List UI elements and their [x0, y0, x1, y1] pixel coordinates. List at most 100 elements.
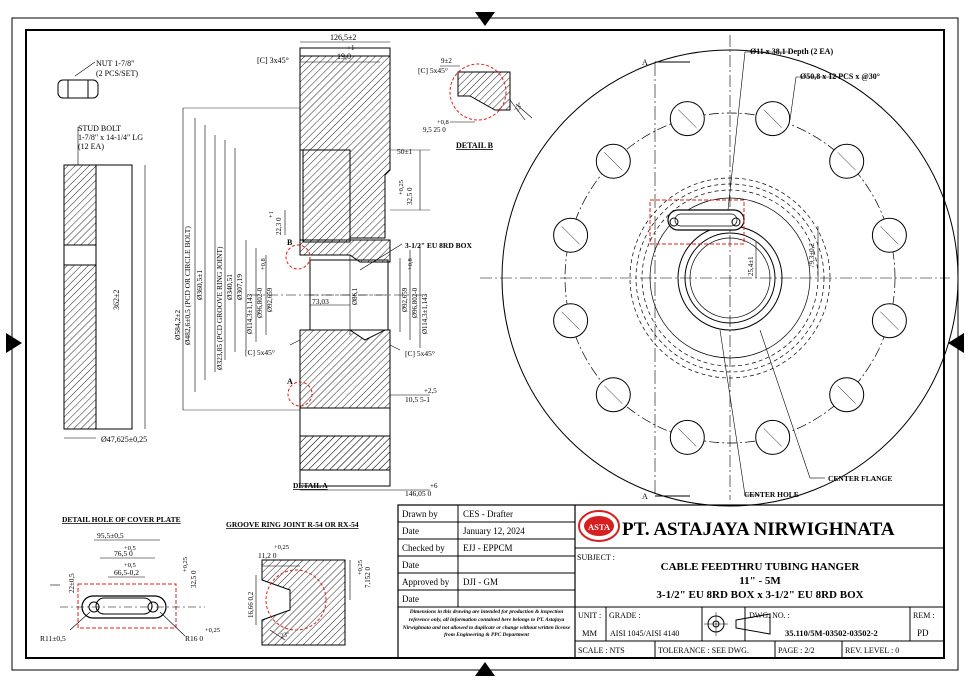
dim-79-3: 79,3±0,2	[808, 243, 816, 268]
dim-0-5a: +0,5	[124, 545, 136, 552]
dim-92a: Ø92,659	[266, 287, 274, 312]
stud-label: STUD BOLT	[78, 124, 121, 133]
bolt-hole-mark	[837, 152, 856, 171]
dim-9: 9±2	[441, 57, 452, 65]
detail-hole-title: DETAIL HOLE OF COVER PLATE	[62, 515, 181, 524]
dim-plus1: +1	[347, 44, 355, 52]
dim-25-4: 25,4±1	[747, 256, 755, 276]
detail-b-drawing	[440, 63, 533, 123]
right-center-mark	[948, 333, 964, 353]
dim-114b: Ø114,3±1,143	[421, 293, 429, 334]
drawn-by-label: Drawn by	[402, 509, 438, 519]
dim-32-5b: 32,5 0	[190, 570, 198, 588]
disclaimer-text: Dimensions in this drawing are intended …	[402, 609, 571, 639]
dim-584: Ø584,2±2	[173, 310, 182, 340]
dim-0-25: +0,25	[398, 180, 405, 195]
center-flange-label: CENTER FLANGE	[828, 474, 892, 483]
dim-23b: 23°	[280, 631, 291, 640]
detail-a-subtitle: GROOVE RING JOINT R-54 OR RX-54	[226, 520, 359, 529]
dwg-label: DWG. NO. :	[749, 611, 790, 620]
nut-qty-label: (2 PCS/SET)	[96, 69, 138, 78]
thread-box-label: 3-1/2" EU 8RD BOX	[405, 241, 472, 250]
left-center-mark	[6, 333, 22, 353]
title-block	[397, 504, 945, 659]
dim-plus6: +6	[430, 482, 438, 490]
dim-86: Ø86,1	[351, 287, 359, 305]
rev-field: REV. LEVEL : 0	[845, 646, 899, 655]
dim-plus1b: +1	[268, 211, 275, 218]
dim-0-25d: +0,25	[182, 557, 189, 572]
dim-22: 22±0,5	[68, 573, 76, 593]
dim-0-8c: +0,8	[437, 119, 449, 126]
detail-a-drawing	[255, 559, 351, 646]
company-logo: ASTA	[588, 522, 611, 532]
dim-5x45-left: [C] 5x45°	[245, 348, 275, 357]
dim-96b: Ø96,802-0	[411, 287, 419, 318]
approved-by-value: DJI - GM	[463, 577, 498, 587]
bolt-hole-mark	[763, 428, 782, 447]
disclaimer-box: Dimensions in this drawing are intended …	[402, 609, 571, 639]
detail-b-title: DETAIL B	[456, 141, 494, 150]
plan-view	[480, 35, 959, 507]
tolerance-field: TOLERANCE : SEE DWG.	[658, 646, 749, 655]
depth-note: Ø11 x 38,1 Depth (2 EA)	[750, 47, 833, 56]
bolt-hole-mark	[763, 109, 782, 128]
nut-label: NUT 1-7/8"	[96, 59, 134, 68]
bolt-hole-mark	[678, 109, 697, 128]
dim-0-25e: +0,25	[205, 627, 220, 634]
checked-by-label: Checked by	[402, 543, 445, 553]
dim-3x45: [C] 3x45°	[257, 56, 289, 65]
date3-label: Date	[402, 594, 419, 604]
stud-length-dim: 362±2	[112, 290, 121, 310]
stud-dia-dim: Ø47,625±0,25	[101, 435, 147, 444]
detail-a-title: DETAIL A	[293, 481, 328, 490]
unit-label: UNIT :	[578, 611, 601, 620]
cover-plate-hole-drawing	[50, 539, 205, 637]
dim-96a: Ø96,802-0	[256, 287, 264, 318]
bolt-hole-mark	[880, 311, 899, 330]
dim-95-5: 95,5±0,5	[97, 531, 124, 540]
dim-9-5: 9,5 25 0	[423, 126, 446, 134]
dim-16-66: 16,66 0,2	[247, 591, 255, 618]
dim-11-2: 11,2 0	[258, 551, 277, 560]
dim-r11: R11±0,5	[40, 634, 66, 643]
bolt-holes-note: Ø50,8 x 12 PCS x @30°	[800, 72, 880, 81]
dim-76-5: 76,5 0	[114, 549, 133, 558]
date2-label: Date	[402, 560, 419, 570]
company-name: PT. ASTAJAYA NIRWIGHNATA	[622, 519, 895, 540]
dim-114a: Ø114,3±1,143	[246, 293, 254, 334]
checked-by-value: EJJ - EPPCM	[463, 543, 513, 553]
bolt-hole-mark	[604, 152, 623, 171]
dim-0-25c: +0,25	[357, 560, 364, 575]
grade-value: AISI 1045/AISI 4140	[610, 629, 679, 638]
dim-5x45-right: [C] 5x45°	[405, 349, 435, 358]
stud-size-label: 1-7/8" x 14-1/4" LG	[78, 133, 143, 142]
dim-126: 126,5±2	[330, 33, 356, 42]
page-field: PAGE : 2/2	[778, 646, 815, 655]
dim-19: 19,0	[337, 52, 351, 61]
dim-323: Ø323,85 (PCD GROOVE RING JOINT)	[215, 246, 224, 370]
date1-label: Date	[402, 526, 419, 536]
scale-field: SCALE : NTS	[578, 646, 625, 655]
section-a-bottom: A	[642, 492, 648, 501]
dim-08b: +0,8	[407, 258, 414, 270]
dim-307: Ø307,19	[235, 274, 244, 300]
nut-drawing	[57, 61, 99, 99]
dim-360: Ø360,5±1	[195, 270, 204, 300]
rem-value: PD	[917, 628, 929, 638]
drawn-by-value: CES - Drafter	[463, 509, 513, 519]
bolt-hole-mark	[837, 385, 856, 404]
dim-0-5b: +0,5	[124, 562, 136, 569]
section-a-top: A	[642, 58, 648, 67]
section-view	[182, 41, 430, 491]
dim-r16: R16 0	[185, 634, 203, 643]
subject-line2: 11" - 5M	[739, 575, 781, 587]
dim-5x45-b: [C] 5x45°	[418, 66, 448, 75]
grade-label: GRADE :	[609, 611, 641, 620]
top-center-mark	[475, 12, 495, 26]
dim-73: 73,03	[312, 297, 329, 306]
stud-qty-label: (12 EA)	[78, 142, 104, 151]
subject-label: SUBJECT :	[577, 553, 615, 562]
dim-92b: Ø92,659	[401, 287, 409, 312]
